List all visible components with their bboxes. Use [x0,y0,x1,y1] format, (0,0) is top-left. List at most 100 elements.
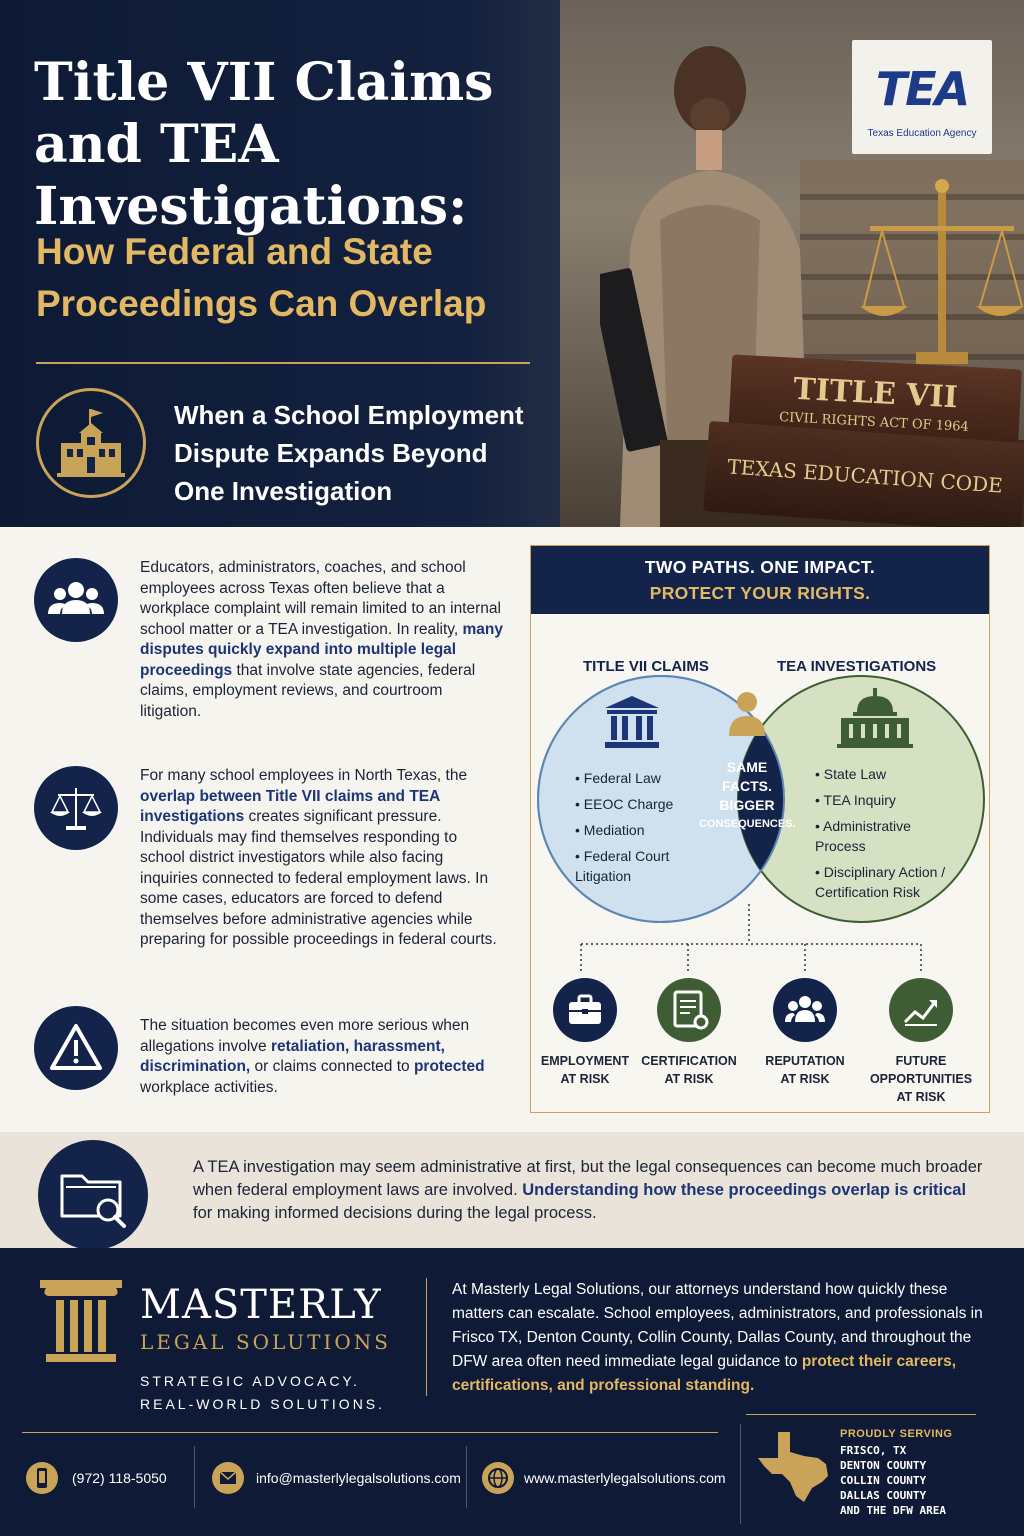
venn-center-label: SAME FACTS. BIGGER CONSEQUENCES. [699,758,796,834]
list-item: • EEOC Charge [575,796,674,812]
list-item: • Disciplinary Action / Certification Ri… [815,864,946,900]
intro-p2-text-a: For many school employees in North Texas… [140,767,468,784]
scales-icon [34,766,118,850]
tea-sign-text: Texas Education Agency [867,128,977,139]
footer-text-a: At Masterly Legal Solutions, our attorne… [452,1281,983,1370]
venn-left-title: TITLE VII CLAIMS [583,658,709,675]
title-line-2: and TEA Investigations: [34,114,468,237]
list-item: • Mediation [575,822,645,838]
list-item: • Federal Law [575,770,661,786]
footer-description: At Masterly Legal Solutions, our attorne… [452,1278,992,1398]
venn-right-title: TEA INVESTIGATIONS [777,658,937,675]
callout-text-a: A TEA investigation may seem administrat… [193,1158,983,1199]
intro-p3-text-a: The situation becomes even more serious … [140,1017,470,1055]
brand-tagline: STRATEGIC ADVOCACY. REAL-WORLD SOLUTIONS… [140,1370,385,1416]
serving-list: FRISCO, TX DENTON COUNTY COLLIN COUNTY D… [840,1443,946,1518]
scales-of-justice-icon [860,179,1024,364]
globe-icon [482,1462,514,1494]
capitol-icon [837,688,913,748]
divider [466,1446,467,1508]
center-line-3: BIGGER [719,797,775,813]
email-address[interactable]: info@masterlylegalsolutions.com [256,1470,461,1486]
title-vii-list: • Federal Law • EEOC Charge • Mediation … [575,768,705,892]
intro-p1-text-b: that involve state agencies, federal cla… [140,661,476,720]
callout-text-b: for making informed decisions during the… [193,1204,597,1222]
intro-p3-text-c: workplace activities. [140,1078,278,1096]
certificate-icon [657,978,721,1042]
brand-name: MASTERLY [140,1282,382,1328]
hero-banner: TEA Texas Education Agency TITLE VII [0,0,1024,527]
venn-panel: TWO PATHS. ONE IMPACT. PROTECT YOUR RIGH… [530,545,990,1113]
warning-icon [34,1006,118,1090]
page-title: Title VII Claims and TEA Investigations: [34,52,674,238]
callout-highlight: Understanding how these proceedings over… [522,1181,967,1199]
folder-search-icon [38,1140,148,1250]
list-item: • Federal Court Litigation [575,848,670,884]
intro-p3-text-b: or claims connected to [250,1058,414,1075]
phone-icon [26,1462,58,1494]
panel-header: TWO PATHS. ONE IMPACT. PROTECT YOUR RIGH… [531,546,989,614]
tea-investigations-list: • State Law • TEA Inquiry • Administrati… [815,764,965,908]
person-icon [729,692,765,736]
intro-p1-text-a: Educators, administrators, coaches, and … [140,559,501,638]
hero-tagline: When a School Employment Dispute Expands… [174,396,554,510]
serving-item: DENTON COUNTY [840,1459,927,1472]
serving-item: FRISCO, TX [840,1444,907,1457]
divider [740,1424,741,1524]
subtitle-line-2: Proceedings Can Overlap [36,283,487,324]
serving-item: COLLIN COUNTY [840,1474,927,1487]
list-item: • Administrative Process [815,818,911,854]
email-icon [212,1462,244,1494]
divider [746,1414,976,1415]
footer [0,1248,1024,1536]
tea-sign: TEA Texas Education Agency [852,40,992,154]
divider [36,362,530,364]
intro-paragraph-2: For many school employees in North Texas… [140,766,505,951]
list-item: • State Law [815,766,887,782]
intro-p2-text-b: creates significant pressure. Individual… [140,808,497,948]
panel-header-line-2: PROTECT YOUR RIGHTS. [649,583,871,603]
brand-subtitle: LEGAL SOLUTIONS [140,1330,391,1354]
group-icon [773,978,837,1042]
callout-text: A TEA investigation may seem administrat… [193,1156,983,1225]
website-link[interactable]: www.masterlylegalsolutions.com [524,1470,726,1486]
tea-logo: TEA [875,62,970,116]
hero-photo: TEA Texas Education Agency TITLE VII [560,0,1024,527]
tagline-line-3: One Investigation [174,476,393,506]
page-subtitle: How Federal and State Proceedings Can Ov… [36,226,596,330]
footer-highlight: protect their careers, certifications, a… [452,1353,957,1394]
intro-p1-highlight: many disputes quickly expand into multip… [140,620,503,679]
texas-map-icon [758,1432,828,1502]
people-icon [34,558,118,642]
center-line-2: FACTS. [722,778,772,794]
growth-chart-icon [889,978,953,1042]
intro-paragraph-1: Educators, administrators, coaches, and … [140,558,505,722]
tagline-2: REAL-WORLD SOLUTIONS. [140,1396,386,1412]
callout-band [0,1132,1024,1248]
intro-p2-highlight: overlap between Title VII claims and TEA… [140,787,440,826]
divider [22,1432,718,1433]
serving-heading: PROUDLY SERVING [840,1428,953,1440]
subtitle-line-1: How Federal and State [36,231,433,272]
briefcase-icon [553,978,617,1042]
panel-header-line-1: TWO PATHS. ONE IMPACT. [644,557,876,577]
serving-item: DALLAS COUNTY [840,1489,927,1502]
column-logo-icon [40,1280,122,1362]
title-line-1: Title VII Claims [34,52,494,113]
phone-number[interactable]: (972) 118-5050 [72,1470,167,1486]
intro-paragraph-3: The situation becomes even more serious … [140,1016,505,1098]
venn-diagram [537,675,985,974]
divider [426,1278,427,1396]
intro-p3-highlight-1: retaliation, harassment, discrimination, [140,1037,445,1076]
divider [194,1446,195,1508]
school-building-icon [57,409,125,477]
intro-p3-highlight-2: protected [413,1058,485,1075]
courthouse-icon [605,696,659,748]
center-line-1: SAME [726,759,768,775]
bookshelves [800,160,1024,360]
tagline-line-1: When a School Employment [174,400,524,430]
tagline-line-2: Dispute Expands Beyond [174,438,488,468]
